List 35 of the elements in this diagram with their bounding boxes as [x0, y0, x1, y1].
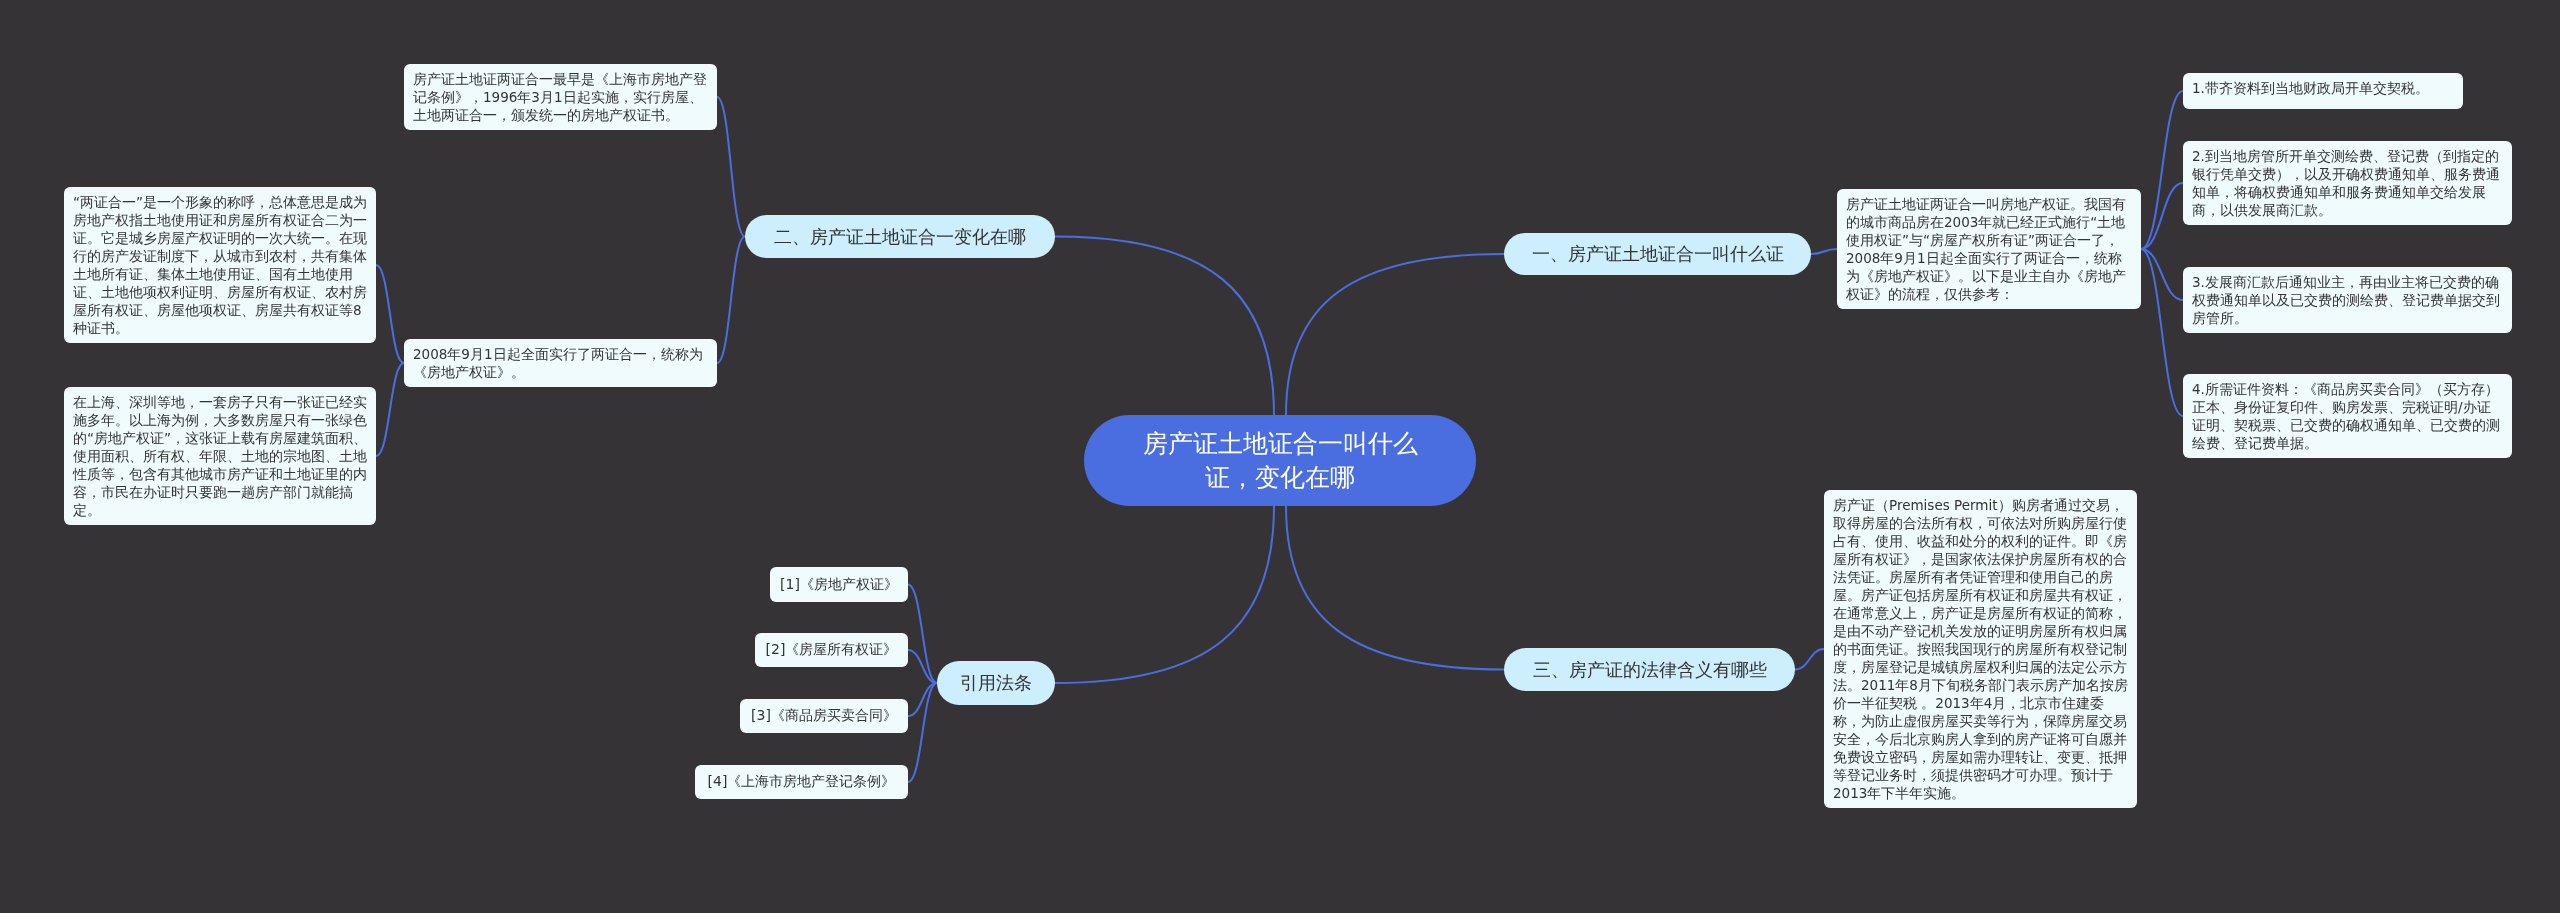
text-card: 2008年9月1日起全面实行了两证合一，统称为《房地产权证》。	[404, 339, 717, 387]
connector-line	[2140, 248, 2184, 301]
text-card: 房产证（Premises Permit）购房者通过交易，取得房屋的合法所有权，可依法对所购房屋行使占有、使用、收益和处分的权利的证件。即《房屋所有权证》，是国家依法保护房屋所有权的合法凭证。房屋所有者凭证管理和使用自己的房屋。房产证包括房屋所有权证和房屋共有权证，在通常意义上，房产证是房屋所有权证的简称，是由不动产登记机关发放的证明房屋所有权归属的书面凭证。按照我国现行的房屋所有权登记制度，房屋登记是城镇房屋权利归属的法定公示方法。2011年8月下旬税务部门表示房产加名按房价一半征契税 。2013年4月，北京市住建委称，为防止虚假房屋买卖等行为，保障房屋交易安全，今后北京购房人拿到的房产证将可自愿并免费设立密码，房屋如需办理转让、变更、抵押等登记业务时，须提供密码才可办理。预计于2013年下半年实施。	[1824, 490, 2137, 808]
connector-line	[907, 682, 938, 717]
text-card: 2.到当地房管所开单交测绘费、登记费（到指定的银行凭单交费），以及开确权费通知单、服务费通知单，将确权费通知单和服务费通知单交给发展商，以供发展商汇款。	[2183, 141, 2512, 225]
text-card: 4.所需证件资料：《商品房买卖合同》（买方存）正本、身份证复印件、购房发票、完税证明/办证证明、契税票、已交费的确权通知单、已交费的测绘费、登记费单据。	[2183, 374, 2512, 458]
connector-line	[1285, 505, 1505, 671]
connector-line	[1054, 505, 1275, 684]
connector-line	[1810, 248, 1838, 255]
text-card: “两证合一”是一个形象的称呼，总体意思是成为房地产权指土地使用证和房屋所有权证合二为一证。它是城乡房屋产权证明的一次大统一。在现行的房产发证制度下，从城市到农村，共有集体土地所有证、集体土地使用证、国有土地使用证、土地他项权利证明、房屋所有权证、农村房屋所有权证、房屋他项权证、房屋共有权证等8种证书。	[64, 187, 376, 343]
connector-line	[716, 235, 746, 364]
text-card: 房产证土地证两证合一叫房地产权证。我国有的城市商品房在2003年就已经正式施行“土地使用权证”与“房屋产权所有证”两证合一了，2008年9月1日起全面实行了两证合一，统称为《房地产权证》。以下是业主自办《房地产权证》的流程，仅供参考：	[1837, 189, 2141, 309]
text-card: 在上海、深圳等地，一套房子只有一张证已经实施多年。以上海为例，大多数房屋只有一张绿色的“房地产权证”，这张证上载有房屋建筑面积、使用面积、所有权、年限、土地的宗地图、土地性质等，包含有其他城市房产证和土地证里的内容，市民在办证时只要跑一趟房产部门就能搞定。	[64, 387, 376, 525]
connector-line	[907, 682, 938, 783]
branch-topic: 引用法条	[937, 661, 1055, 705]
connector-line	[716, 96, 746, 238]
connector-line	[375, 362, 405, 457]
connector-line	[375, 264, 405, 364]
text-card: 3.发展商汇款后通知业主，再由业主将已交费的确权费通知单以及已交费的测绘费、登记费单据交到房管所。	[2183, 267, 2512, 333]
connector-line	[907, 583, 938, 684]
text-card: 1.带齐资料到当地财政局开单交契税。	[2183, 73, 2463, 109]
branch-topic: 三、房产证的法律含义有哪些	[1504, 648, 1795, 691]
central-topic: 房产证土地证合一叫什么证，变化在哪	[1084, 415, 1476, 506]
connector-line	[2140, 182, 2184, 250]
branch-topic: 二、房产证土地证合一变化在哪	[745, 215, 1055, 258]
connector-line	[1285, 253, 1505, 416]
citation-card: [1]《房地产权证》	[770, 567, 908, 602]
citation-card: [3]《商品房买卖合同》	[740, 699, 908, 733]
citation-card: [4]《上海市房地产登记条例》	[695, 765, 908, 799]
citation-card: [2]《房屋所有权证》	[755, 633, 908, 667]
connector-line	[1794, 648, 1825, 671]
branch-topic: 一、房产证土地证合一叫什么证	[1504, 233, 1811, 275]
connector-line	[1054, 235, 1275, 416]
connector-line	[2140, 248, 2184, 417]
text-card: 房产证土地证两证合一最早是《上海市房地产登记条例》，1996年3月1日起实施，实行房屋、土地两证合一，颁发统一的房地产权证书。	[404, 64, 717, 130]
